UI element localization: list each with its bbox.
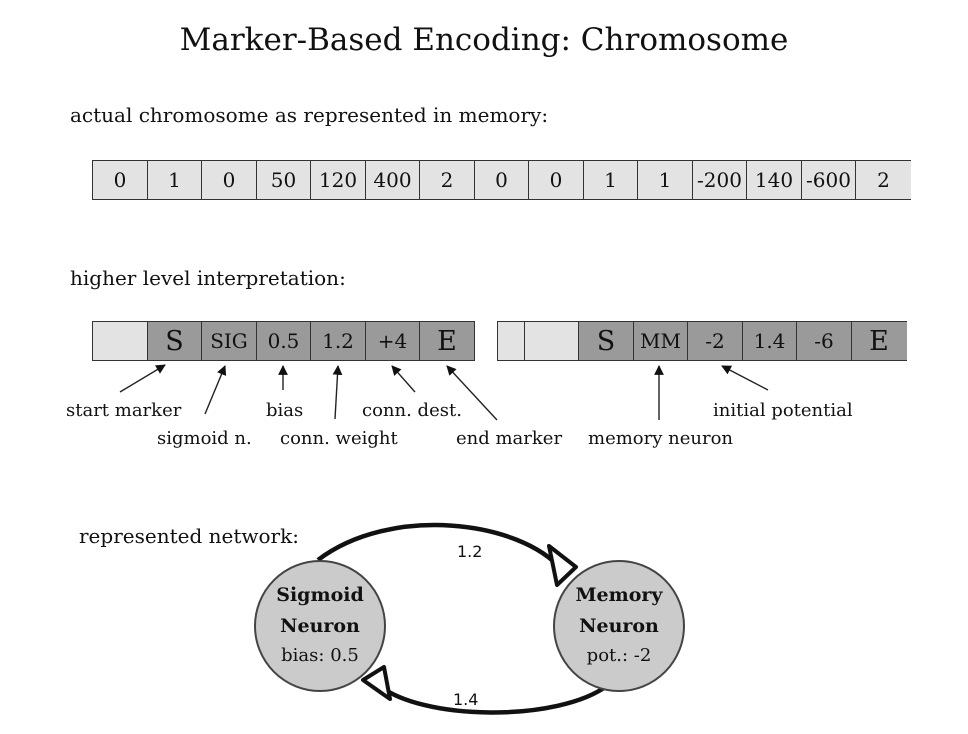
memory-cell: 1	[146, 160, 203, 200]
memory-cell: 2	[855, 160, 911, 200]
segment-memory: S MM -2 1.4 -6 E	[497, 321, 907, 361]
neuron-parameter: bias: 0.5	[281, 645, 359, 667]
segment-cell-end: E	[419, 321, 475, 361]
annotation-end-marker: end marker	[456, 428, 563, 449]
segment-cell-empty	[497, 321, 525, 361]
segment-cell-empty	[92, 321, 148, 361]
sigmoid-arrow	[204, 365, 227, 415]
diagram-title: Marker-Based Encoding: Chromosome	[179, 22, 789, 58]
segment-cell-empty	[523, 321, 580, 361]
annotation-initial-potential: initial potential	[713, 400, 853, 421]
segment-cell-start: S	[146, 321, 203, 361]
neuron-parameter: pot.: -2	[586, 645, 652, 667]
start-marker-arrow	[119, 364, 166, 393]
memory-label: actual chromosome as represented in memo…	[70, 103, 549, 127]
memory-cell: 400	[364, 160, 421, 200]
neuron-title: Memory	[575, 584, 663, 607]
segment-cell-weight: 1.4	[741, 321, 798, 361]
synapse-bottom-triangle	[361, 665, 392, 701]
memory-chromosome-row: 0 1 0 50 120 400 2 0 0 1 1 -200 140 -600…	[92, 160, 911, 200]
annotation-sigmoid: sigmoid n.	[157, 428, 252, 449]
memory-cell: 0	[473, 160, 530, 200]
memory-neuron-node: Memory Neuron pot.: -2	[553, 560, 685, 692]
conn-weight-arrow	[332, 365, 343, 420]
neuron-subtitle: Neuron	[280, 614, 360, 637]
memory-cell: 120	[310, 160, 366, 200]
annotation-conn-weight: conn. weight	[280, 428, 398, 449]
segment-cell-dest: +4	[364, 321, 421, 361]
network-label: represented network:	[79, 524, 299, 548]
memory-cell: 1	[582, 160, 639, 200]
memory-cell: 140	[746, 160, 802, 200]
memory-cell: 0	[92, 160, 148, 200]
annotation-bias: bias	[266, 400, 304, 421]
segment-cell-weight: 1.2	[310, 321, 366, 361]
segment-cell-end: E	[850, 321, 907, 361]
memory-cell: 0	[528, 160, 584, 200]
segment-sigmoid: S SIG 0.5 1.2 +4 E	[92, 321, 475, 361]
memory-cell: 50	[255, 160, 312, 200]
connection-bottom	[374, 681, 610, 715]
segment-cell-type: SIG	[201, 321, 257, 361]
neuron-title: Sigmoid	[276, 584, 364, 607]
synapse-top-triangle	[547, 544, 578, 587]
memory-cell: 1	[637, 160, 693, 200]
memory-cell: -200	[691, 160, 748, 200]
segment-cell-dest: -6	[796, 321, 852, 361]
initial-potential-arrow	[721, 365, 769, 391]
memory-cell: -600	[800, 160, 857, 200]
annotation-memory-neuron: memory neuron	[588, 428, 733, 449]
connection-top	[316, 522, 564, 572]
end-marker-arrow	[446, 365, 498, 421]
segment-cell-bias: 0.5	[255, 321, 312, 361]
segment-cell-type: MM	[632, 321, 689, 361]
weight-label-bottom: 1.4	[453, 690, 479, 709]
weight-label-top: 1.2	[457, 542, 483, 561]
interpretation-label: higher level interpretation:	[70, 266, 346, 290]
sigmoid-neuron-node: Sigmoid Neuron bias: 0.5	[254, 560, 386, 692]
neuron-subtitle: Neuron	[579, 614, 659, 637]
annotation-conn-dest: conn. dest.	[362, 400, 462, 421]
annotation-start-marker: start marker	[66, 400, 182, 421]
conn-dest-arrow	[391, 365, 416, 393]
